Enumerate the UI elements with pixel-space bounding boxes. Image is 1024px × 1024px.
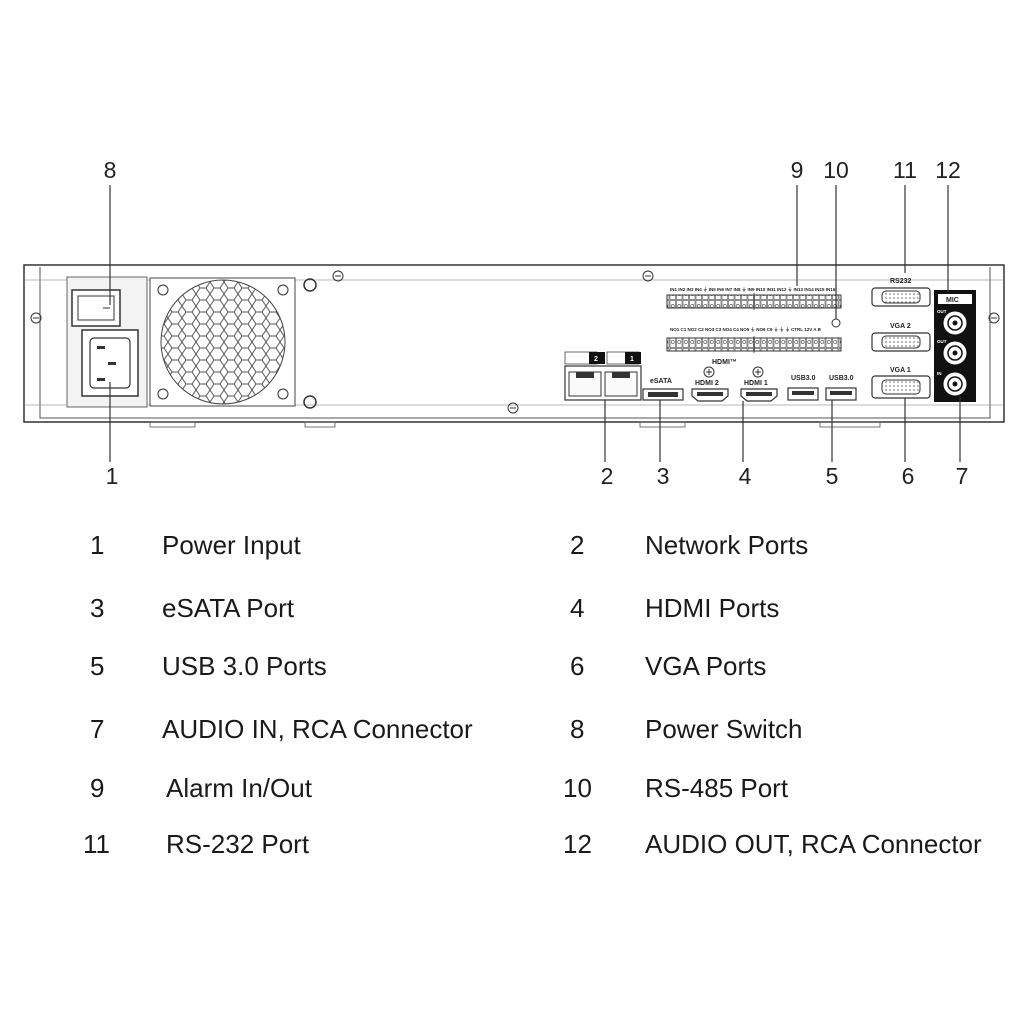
callout-numbers: 8 9 10 11 12 1 2 3 4 5 6 7 xyxy=(104,157,969,489)
callout-4: 4 xyxy=(739,463,752,489)
legend-label: USB 3.0 Ports xyxy=(162,651,327,681)
alarm-top-label: IN1 IN2 IN3 IN4 ⏚ IN5 IN6 IN7 IN8 ⏚ IN9 … xyxy=(670,286,836,293)
legend-number: 9 xyxy=(90,773,105,803)
callout-2: 2 xyxy=(601,463,614,489)
fan-screw-icon xyxy=(157,278,317,409)
audio-block: MIC OUT OUT IN xyxy=(934,290,976,402)
hdmi-1-label: HDMI 1 xyxy=(744,380,768,387)
leader-lines xyxy=(109,185,961,462)
hdmi-logo: HDMI™ xyxy=(712,359,737,366)
legend-number: 7 xyxy=(90,714,105,744)
audio-out-2-label: OUT xyxy=(937,309,947,314)
callout-5: 5 xyxy=(826,463,839,489)
legend-label: VGA Ports xyxy=(645,651,767,681)
legend-number: 5 xyxy=(90,651,105,681)
legend-label: eSATA Port xyxy=(162,593,294,623)
callout-10: 10 xyxy=(823,157,849,183)
legend-label: Alarm In/Out xyxy=(166,773,312,803)
fan-grille xyxy=(149,277,317,409)
callout-3: 3 xyxy=(657,463,670,489)
hdmi-ports[interactable]: HDMI™ HDMI 2 HDMI 1 xyxy=(691,359,778,402)
callout-9: 9 xyxy=(791,157,804,183)
audio-out-1-label: OUT xyxy=(937,339,947,344)
usb-ports[interactable]: USB3.0 USB3.0 xyxy=(787,375,857,401)
vga-1-label: VGA 1 xyxy=(890,367,911,374)
legend-label: Network Ports xyxy=(645,530,809,560)
audio-in-connector[interactable]: IN xyxy=(937,371,968,397)
usb-b-label: USB3.0 xyxy=(829,375,854,382)
rs232-label: RS232 xyxy=(890,278,912,285)
legend-number: 3 xyxy=(90,593,105,623)
legend-number: 11 xyxy=(83,829,110,859)
usb-a-label: USB3.0 xyxy=(791,375,816,382)
legend-label: HDMI Ports xyxy=(645,593,780,623)
mic-label: MIC xyxy=(946,297,959,304)
lan-port-2-label: 2 xyxy=(594,356,598,363)
legend-number: 12 xyxy=(563,829,592,859)
network-ports[interactable]: 2 1 xyxy=(564,351,642,401)
callout-11: 11 xyxy=(893,157,917,183)
legend-label: RS-485 Port xyxy=(645,773,789,803)
esata-port[interactable]: eSATA xyxy=(642,378,684,401)
power-switch[interactable] xyxy=(71,289,121,327)
callout-12: 12 xyxy=(935,157,961,183)
vga-2-label: VGA 2 xyxy=(890,323,911,330)
rs232-port[interactable]: RS232 xyxy=(871,278,931,307)
legend-label: AUDIO IN, RCA Connector xyxy=(162,714,473,744)
legend-label: Power Switch xyxy=(645,714,803,744)
callout-1: 1 xyxy=(106,463,119,489)
callout-8: 8 xyxy=(104,157,117,183)
legend-label: Power Input xyxy=(162,530,301,560)
legend-number: 8 xyxy=(570,714,585,744)
esata-label: eSATA xyxy=(650,378,672,385)
alarm-terminal-block[interactable]: IN1 IN2 IN3 IN4 ⏚ IN5 IN6 IN7 IN8 ⏚ IN9 … xyxy=(666,286,842,353)
audio-in-label: IN xyxy=(937,371,942,376)
legend-number: 6 xyxy=(570,651,585,681)
callout-7: 7 xyxy=(956,463,969,489)
callout-6: 6 xyxy=(902,463,915,489)
legend-number: 10 xyxy=(563,773,592,803)
hdmi-screw-icon xyxy=(703,366,764,378)
hdmi-2-label: HDMI 2 xyxy=(695,380,719,387)
audio-out-1-connector[interactable]: OUT xyxy=(937,339,968,366)
audio-out-2-connector[interactable]: OUT xyxy=(937,309,968,336)
alarm-bottom-label: NO1 C1 NO2 C2 NO3 C3 NO4 C4 NO5 ⏚ NO6 C6… xyxy=(670,326,822,333)
vga-ports[interactable]: VGA 2 VGA 1 xyxy=(871,323,931,399)
legend-label: AUDIO OUT, RCA Connector xyxy=(645,829,982,859)
legend-number: 4 xyxy=(570,593,585,623)
legend-label: RS-232 Port xyxy=(166,829,310,859)
legend-number: 2 xyxy=(570,530,585,560)
legend-number: 1 xyxy=(90,530,105,560)
mounting-screw-icon xyxy=(30,270,1000,414)
lan-port-1-label: 1 xyxy=(630,356,634,363)
